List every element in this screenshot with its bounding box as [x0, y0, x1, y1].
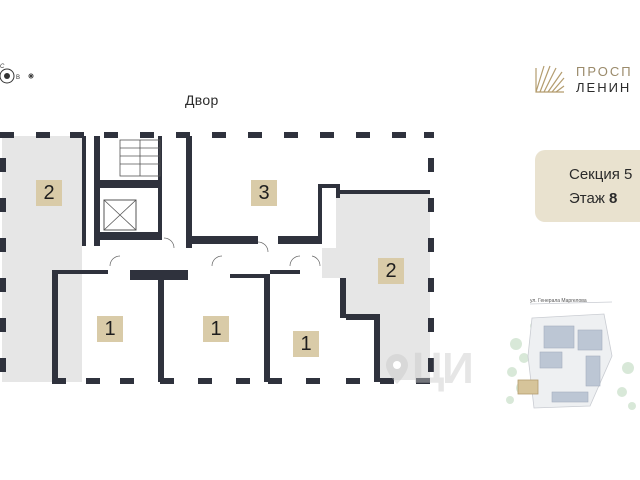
room-badge-r2 — [251, 180, 277, 206]
brand-line-1: ПРОСП — [576, 64, 633, 79]
room-count-r3: 2 — [385, 260, 396, 282]
yard-label: Двор — [185, 92, 219, 108]
street-label: ул. Генерала Маргелова — [530, 298, 587, 304]
room-badge-r1 — [36, 180, 62, 206]
section-label: Секция 5 — [569, 166, 633, 183]
room-badge-r3 — [378, 258, 404, 284]
room-badge-r4 — [97, 316, 123, 342]
section-floor-card — [535, 150, 640, 222]
compass-north-letter: С — [0, 64, 5, 70]
stairs-icon — [119, 139, 161, 177]
brand-line-2: ЛЕНИН — [576, 80, 632, 95]
mini-map-highlight-section — [517, 379, 539, 395]
room-count-r6: 1 — [300, 333, 311, 355]
floor-label: Этаж 8 — [569, 190, 617, 207]
compass-east-letter: В — [16, 75, 20, 81]
watermark-text: ЦИ — [412, 344, 474, 393]
room-count-r5: 1 — [210, 318, 221, 340]
room-badge-r6 — [293, 331, 319, 357]
room-count-r2: 3 — [258, 182, 269, 204]
floor-prefix: Этаж — [569, 190, 605, 207]
site-mini-map — [494, 296, 640, 430]
apartment-shade-right — [322, 194, 430, 380]
floor-plan: 2 3 2 1 1 1 — [0, 132, 434, 384]
floor-value: 8 — [609, 190, 618, 207]
apartment-shade-left — [2, 136, 82, 382]
room-count-r4: 1 — [104, 318, 115, 340]
compass-rose-icon: С В — [0, 64, 34, 84]
palm-leaf-logo-icon — [535, 65, 565, 93]
room-count-r1: 2 — [43, 182, 54, 204]
room-badges: 2 3 2 1 1 1 — [36, 180, 404, 357]
map-pin-watermark-icon — [386, 354, 408, 384]
elevator-icon — [103, 199, 137, 231]
room-badge-r5 — [203, 316, 229, 342]
